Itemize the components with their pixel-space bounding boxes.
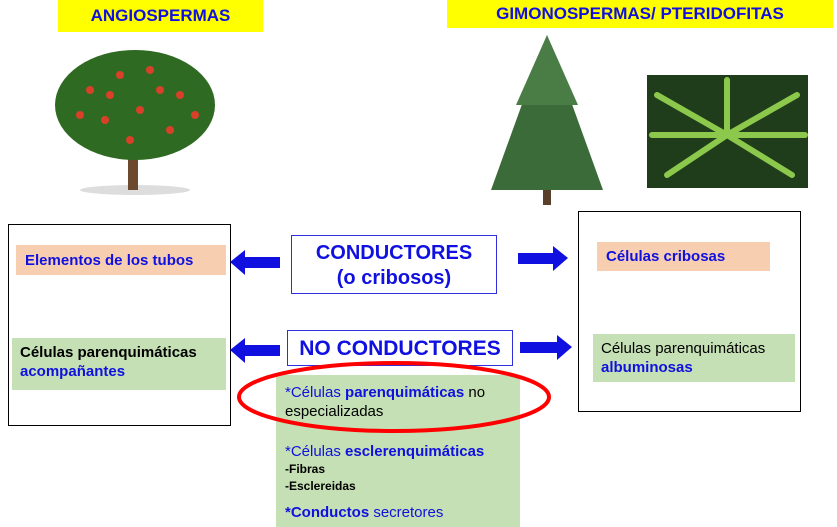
elementos-tubos-label: Elementos de los tubos [16,245,226,275]
angiospermas-header: ANGIOSPERMAS [58,0,263,32]
arrow-left-icon [230,250,280,275]
common-cells-box: *Células parenquimáticas no especializad… [276,375,520,527]
pine-tree-image [491,35,603,205]
gimnospermas-header: GIMONOSPERMAS/ PTERIDOFITAS [447,0,833,28]
arrow-right-icon [520,335,572,360]
arrow-left-icon [230,338,280,363]
arrow-right-icon [518,246,568,271]
parenquimaticas-acompanantes-label: Células parenquimáticas acompañantes [12,338,226,390]
parenquimaticas-albuminosas-label: Células parenquimáticas albuminosas [593,334,795,382]
fern-image [647,75,808,188]
conductores-box: CONDUCTORES (o cribosos) [291,235,497,294]
celulas-cribosas-label: Células cribosas [597,242,770,271]
angiosperm-tree-image [55,50,215,195]
